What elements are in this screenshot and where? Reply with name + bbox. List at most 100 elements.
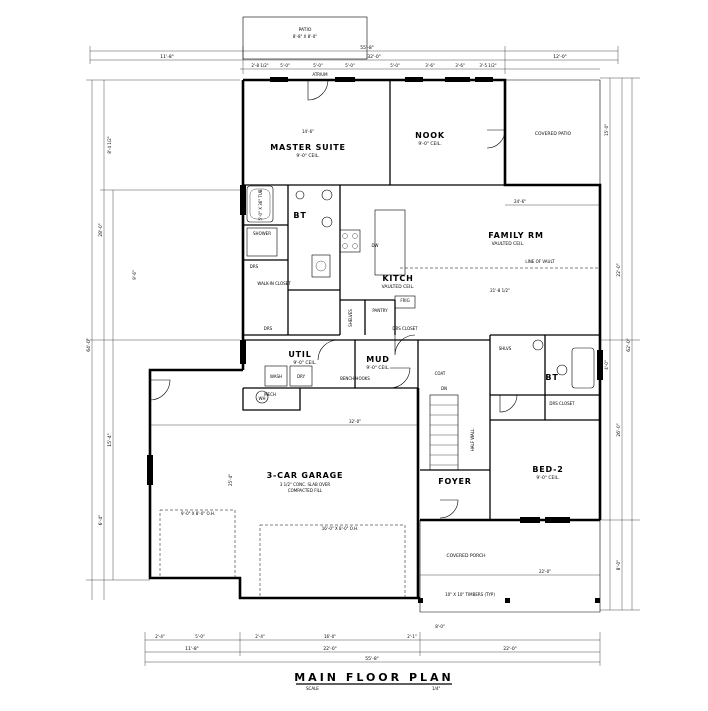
stairs [429, 394, 459, 471]
svg-text:9'-6": 9'-6" [132, 270, 137, 280]
garage-note-2: COMPACTED FILL [288, 488, 323, 493]
bed-2-label: BED-2 [532, 465, 563, 474]
family-height: 21'-8 1/2" [490, 288, 510, 293]
dim-top-1: 11'-8" [160, 54, 174, 60]
scale-label: SCALE [306, 686, 319, 691]
dim-top-overall: 55'-8" [360, 45, 374, 51]
garage-doors: 9'-0" X 8'-0" O.H. 16'-0" X 8'-0" O.H. [159, 509, 406, 599]
svg-text:3'-6": 3'-6" [425, 63, 435, 68]
dim-top-3: 12'-0" [553, 54, 567, 60]
nook-ceiling: 9'-0" CEIL. [418, 141, 441, 147]
doors [149, 79, 518, 519]
family-width: 24'-6" [514, 199, 526, 204]
util-label: UTIL [288, 350, 311, 359]
svg-text:5'-0": 5'-0" [313, 63, 323, 68]
drs-label: DRS [250, 264, 259, 269]
family-rm-vault: LINE OF VAULT [525, 259, 555, 264]
atrium-label: ATRIUM [312, 72, 328, 77]
dim-left-2: 15'-4" [107, 433, 113, 447]
garage-label: 3-CAR GARAGE [267, 471, 344, 480]
svg-text:4'-0": 4'-0" [604, 360, 609, 370]
family-rm-label: FAMILY RM [488, 231, 543, 240]
wh-label: WH [259, 396, 266, 401]
dim-bottom-overall: 55'-8" [365, 656, 379, 662]
master-suite-label: MASTER SUITE [270, 143, 346, 152]
kitch-label: KITCH [382, 274, 413, 283]
dim-left-1: 28'-0" [98, 223, 104, 237]
bed-2-ceiling: 9'-0" CEIL. [536, 475, 559, 481]
shelves-label: SHELVES [348, 309, 353, 327]
util-ceiling: 9'-0" CEIL. [293, 360, 316, 366]
exterior-walls [148, 78, 602, 613]
left-dimensions: 64'-0" 28'-0" 15'-4" 6'-4" 8'-4 1/2" 9'-… [86, 79, 240, 600]
svg-text:2'-8 1/2": 2'-8 1/2" [251, 63, 268, 68]
drs-closet-2-label: DRS CLOSET [549, 401, 575, 406]
svg-text:3'-5 1/2": 3'-5 1/2" [479, 63, 496, 68]
kitch-ceiling: VAULTED CEIL. [382, 284, 415, 290]
wash-label: WASH [270, 374, 282, 379]
tub-label: 5'-0" X 36" TUB [258, 189, 263, 220]
drs-label-2: DRS [264, 326, 273, 331]
dim-right-overall: 62'-0" [626, 338, 632, 352]
svg-text:5'-0": 5'-0" [195, 634, 205, 639]
bt-master-label: BT [293, 211, 306, 220]
half-wall-label: HALF WALL [470, 428, 475, 451]
nook-label: NOOK [415, 131, 445, 140]
patio-size: 8'-8" X 8'-0" [293, 34, 317, 39]
plan-title: MAIN FLOOR PLAN [294, 671, 454, 684]
dim-right-3: 8'-0" [616, 560, 622, 571]
mud-ceiling: 9'-0" CEIL. [366, 365, 389, 371]
bottom-dimensions: 2'-4" 5'-0" 2'-4" 16'-0" 2'-1" 11'-8" 22… [144, 632, 601, 666]
dim-right-1: 22'-0" [616, 263, 622, 277]
dim-bottom-1: 11'-8" [185, 646, 199, 652]
drs-closet-label: DRS CLOSET [392, 326, 418, 331]
garage-depth: 25'-4" [228, 474, 233, 486]
right-dimensions: 62'-0" 22'-0" 26'-0" 8'-0" 15'-0" 4'-0" [600, 77, 640, 611]
svg-text:2'-4": 2'-4" [255, 634, 265, 639]
foyer-label: FOYER [438, 477, 471, 486]
shower-label: SHOWER [253, 231, 271, 236]
svg-text:5'-0": 5'-0" [345, 63, 355, 68]
timbers-label: 10" X 10" TIMBERS (TYP) [445, 592, 495, 597]
dn-label: DN [441, 386, 447, 391]
covered-patio-label: COVERED PATIO [535, 131, 572, 137]
svg-text:2'-4": 2'-4" [155, 634, 165, 639]
interior-dimensions: 24'-6" 21'-8 1/2" 14'-6" 32'-0" 25'-4" 2… [150, 129, 600, 629]
family-rm-ceiling: VAULTED CEIL. [492, 241, 525, 247]
patio-label: PATIO [299, 27, 312, 33]
coat-label: COAT [435, 371, 446, 376]
svg-text:16'-0": 16'-0" [324, 634, 336, 639]
frig-label: FRIG [400, 298, 409, 303]
garage-door-1-label: 9'-0" X 8'-0" O.H. [181, 511, 215, 516]
pantry-label: PANTRY [372, 308, 388, 313]
windows [147, 77, 603, 523]
master-width: 14'-6" [302, 129, 314, 134]
dim-right-2: 26'-0" [616, 423, 622, 437]
garage-door-2-label: 16'-0" X 8'-0" O.H. [322, 526, 359, 531]
room-labels: MASTER SUITE 9'-0" CEIL. NOOK 9'-0" CEIL… [257, 131, 600, 559]
patio: PATIO 8'-8" X 8'-0" [242, 16, 368, 60]
scale-value: 1/4" [432, 686, 440, 691]
dim-bottom-3: 22'-0" [503, 646, 517, 652]
covered-porch-label: COVERED PORCH [446, 553, 485, 559]
porch-width: 22'-0" [539, 569, 551, 574]
bench-hooks-label: BENCH HOOKS [340, 376, 370, 381]
dw-label: DW [371, 243, 378, 248]
svg-text:5'-0": 5'-0" [280, 63, 290, 68]
dim-bottom-2: 22'-0" [323, 646, 337, 652]
top-dimensions: 55'-8" 11'-8" 32'-0" 12'-0" 2'-8 1/2" 5'… [89, 45, 619, 74]
bt-2-label: BT [545, 373, 558, 382]
shlvs-label: SHLVS [499, 346, 512, 351]
svg-text:15'-0": 15'-0" [604, 124, 609, 136]
mech-label: MECH [264, 392, 276, 397]
title-block: MAIN FLOOR PLAN SCALE 1/4" [294, 671, 454, 691]
master-suite-ceiling: 9'-0" CEIL. [296, 153, 319, 159]
dim-left-3: 6'-4" [98, 515, 104, 526]
svg-text:8'-4 1/2": 8'-4 1/2" [107, 136, 112, 153]
dim-top-2: 32'-0" [367, 54, 381, 60]
walk-in-closet-label: WALK-IN CLOSET [257, 281, 291, 286]
mud-label: MUD [366, 355, 390, 364]
svg-text:3'-6": 3'-6" [455, 63, 465, 68]
svg-text:5'-0": 5'-0" [390, 63, 400, 68]
